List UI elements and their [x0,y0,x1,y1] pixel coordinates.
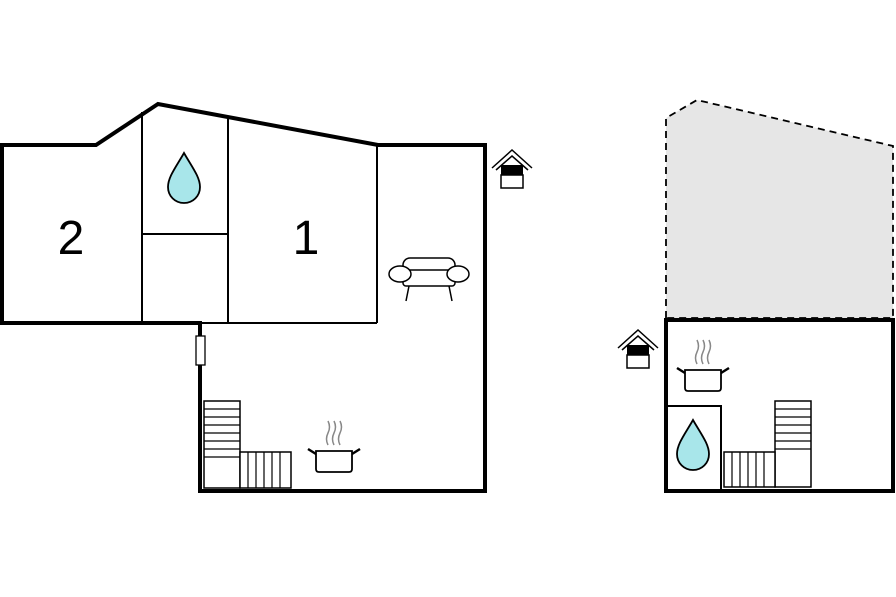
room-label-2: 2 [58,212,85,265]
cooking-pot-icon [306,419,362,474]
house-entrance-icon [617,329,659,369]
interior-wall [666,405,722,491]
stairs-icon [723,400,812,488]
room-label-1: 1 [293,212,320,265]
sofa-icon [388,257,470,302]
cooking-pot-icon [675,338,731,393]
ground-floor-outer-wall [0,101,487,493]
water-drop-icon [167,152,201,204]
upper-floor-plan [617,99,895,493]
house-entrance-icon [491,149,533,189]
open-to-below-area [665,99,894,319]
water-drop-icon [676,419,710,471]
door-icon [195,335,206,366]
stairs-icon [203,400,292,489]
ground-floor-plan: 2 1 [0,101,533,493]
